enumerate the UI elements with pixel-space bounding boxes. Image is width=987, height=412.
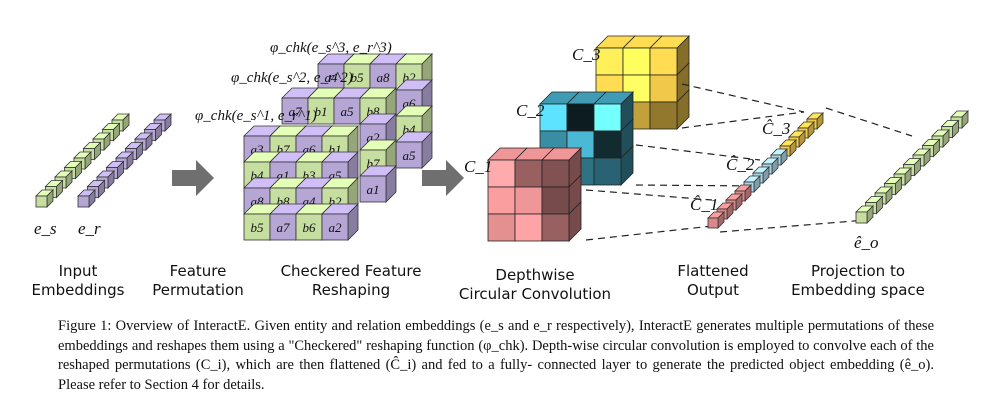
grid-cell-label: a1	[367, 182, 380, 197]
cube-front-cell	[514, 213, 543, 242]
grid-cell	[395, 131, 433, 169]
grid-cell-label: a7	[277, 220, 291, 235]
grid-cell	[321, 203, 359, 241]
chat2-label: Ĉ_2	[726, 155, 755, 174]
cube-front-cell	[541, 186, 570, 215]
grid-cell-label: a4	[325, 70, 339, 85]
cube-front-cell	[566, 103, 595, 132]
cube-front-cell	[514, 186, 543, 215]
c2-label: C_2	[516, 101, 545, 120]
caption-line-2: permutations of these embeddings and res…	[58, 318, 935, 354]
c3-label: C_3	[572, 45, 600, 64]
cube-front-cell	[487, 186, 516, 215]
flattened-output-vector	[707, 112, 824, 229]
cube-c1	[487, 147, 582, 242]
grid-cell-label: b5	[251, 220, 265, 235]
eo-symbol: ê_o	[854, 233, 879, 252]
input-embeddings: e_s e_r	[34, 113, 172, 238]
cube-front-cell	[487, 159, 516, 188]
grid-cell-label: b5	[351, 70, 365, 85]
cube-front-cell	[541, 213, 570, 242]
caption-line-4: connected layer to generate the predicte…	[58, 357, 934, 393]
entity-embedding-vector	[35, 113, 130, 208]
embedding-cell	[35, 189, 54, 208]
grid-cell-label: a5	[403, 148, 417, 163]
cube-front-cell	[593, 103, 622, 132]
flatten-dashed-lines	[585, 83, 913, 241]
caption-line-3: convolution is employed to convolve each…	[58, 337, 934, 374]
grid-cell-label: a8	[377, 70, 391, 85]
chat3-label: Ĉ_3	[762, 119, 790, 138]
grid-cell-label: a7	[289, 104, 303, 119]
c1-label: C_1	[464, 157, 492, 176]
phi-1-label: φ_chk(e_s^1, e_r^1)	[195, 108, 317, 124]
cube-front-cell	[539, 103, 568, 132]
depthwise-conv-cubes	[487, 35, 690, 242]
cube-front-cell	[541, 159, 570, 188]
embedding-cell	[77, 189, 96, 208]
cube-front-cell	[593, 130, 622, 159]
predicted-object-embedding-vector	[855, 110, 969, 224]
cube-front-cell	[649, 101, 678, 130]
flattened-cell	[707, 211, 725, 229]
chat1-label: Ĉ_1	[690, 195, 718, 214]
predicted-embedding-cell	[855, 205, 874, 224]
cube-front-cell	[622, 47, 651, 76]
grid-cell-label: b6	[303, 220, 317, 235]
arrow-2	[422, 160, 464, 196]
arrow-1	[172, 160, 214, 196]
cube-front-cell	[649, 74, 678, 103]
phi-2-label: φ_chk(e_s^2, e_r^2)	[231, 70, 353, 86]
grid-cell	[359, 165, 397, 203]
figure-caption: Figure 1: Overview of InteractE. Given e…	[58, 317, 934, 395]
phi-3-label: φ_chk(e_s^3, e_r^3)	[270, 40, 392, 56]
es-symbol: e_s	[34, 219, 57, 238]
grid-cell-label: b1	[315, 104, 328, 119]
cube-front-cell	[514, 159, 543, 188]
grid-cell-label: a5	[341, 104, 355, 119]
relation-embedding-vector	[77, 113, 172, 208]
caption-line-1: Figure 1: Overview of InteractE. Given e…	[58, 318, 804, 334]
cube-front-cell	[593, 157, 622, 186]
grid-cell-label: a2	[329, 220, 343, 235]
cube-front-cell	[487, 213, 516, 242]
cube-front-cell	[649, 47, 678, 76]
er-symbol: e_r	[78, 219, 101, 238]
